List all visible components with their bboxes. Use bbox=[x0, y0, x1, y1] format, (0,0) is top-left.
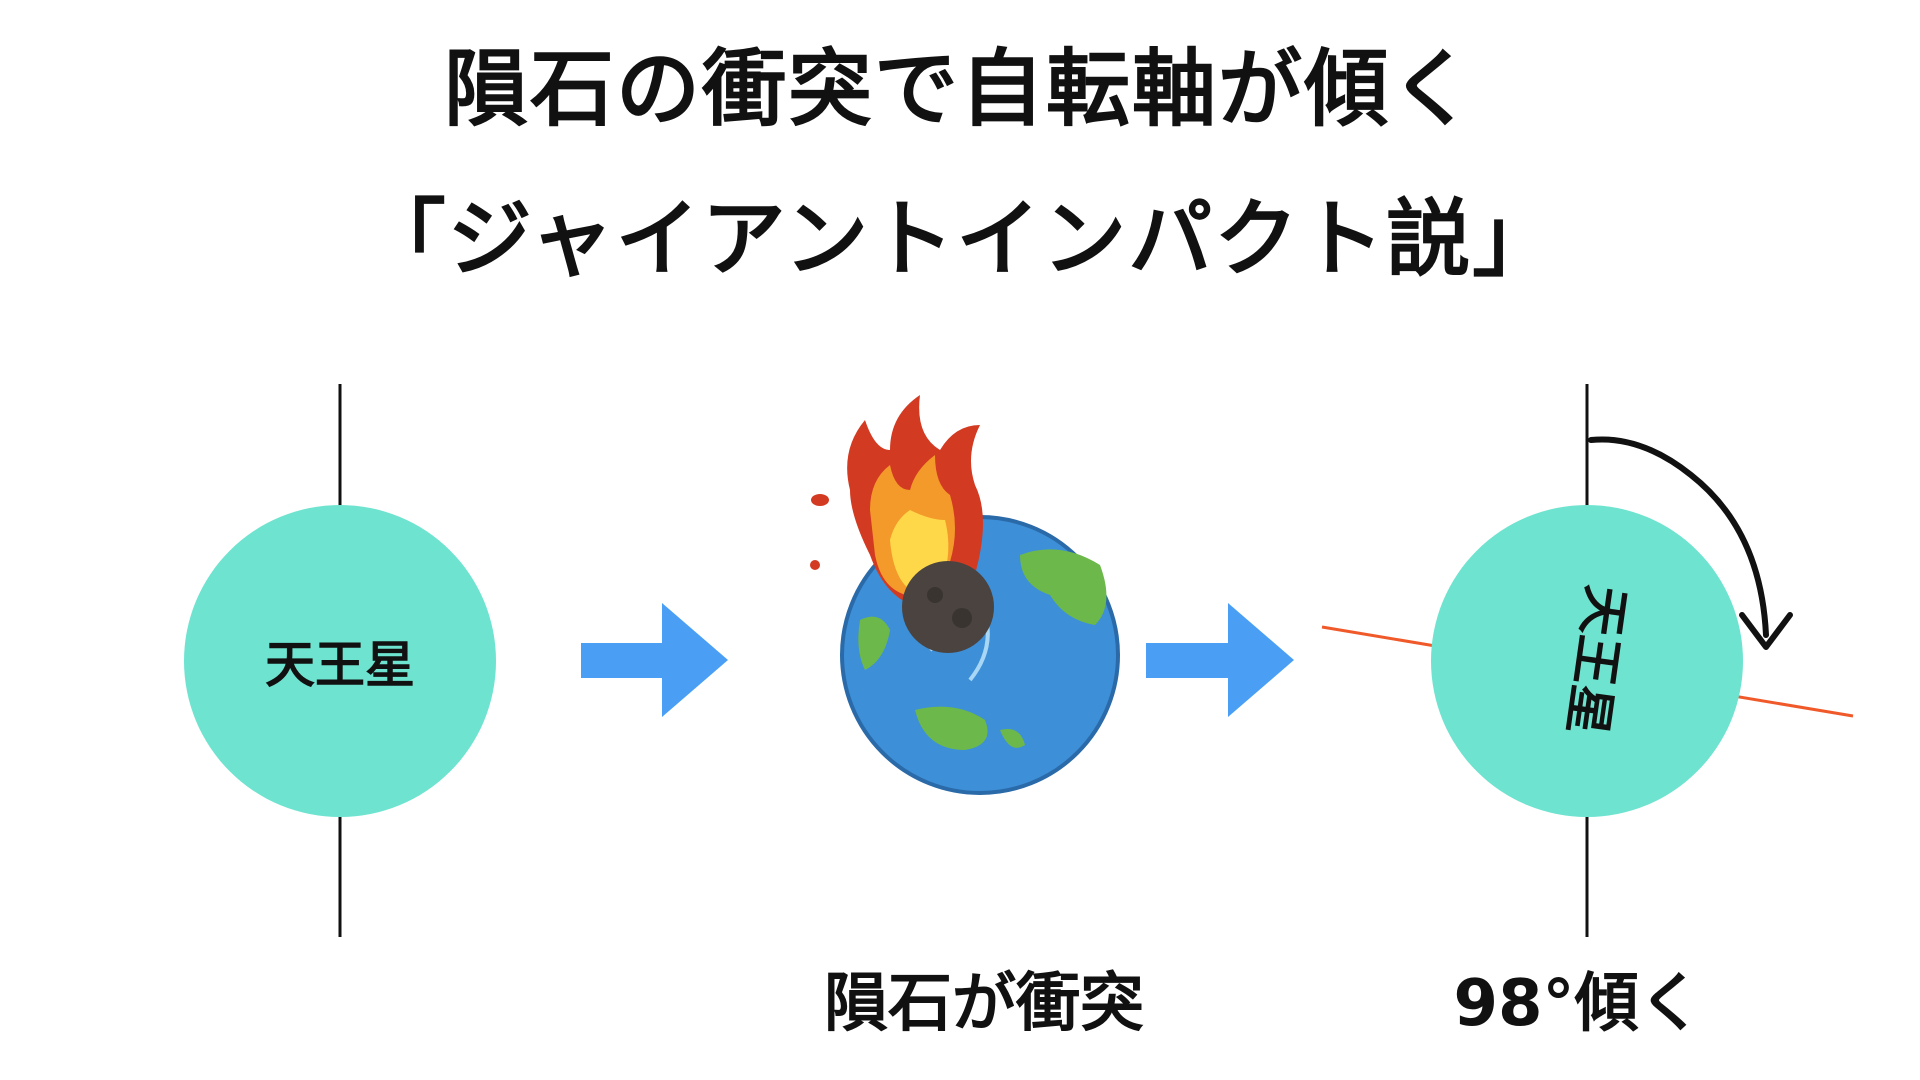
planet-label-before: 天王星 bbox=[265, 636, 415, 694]
uranus-before bbox=[184, 505, 496, 817]
title-line-2: 「ジャイアントインパクト説」 bbox=[361, 190, 1559, 288]
curved-arrow-icon bbox=[1588, 436, 1793, 650]
arrow-right-icon bbox=[581, 603, 728, 717]
tilt-caption: 98°傾く bbox=[1453, 967, 1703, 1041]
impact-caption: 隕石が衝突 bbox=[824, 967, 1144, 1041]
earth-meteor-impact-icon bbox=[810, 395, 1120, 795]
arrow-right-icon bbox=[1146, 603, 1294, 717]
uranus-after bbox=[1431, 505, 1743, 817]
title-line-1: 隕石の衝突で自転軸が傾く bbox=[443, 40, 1476, 138]
